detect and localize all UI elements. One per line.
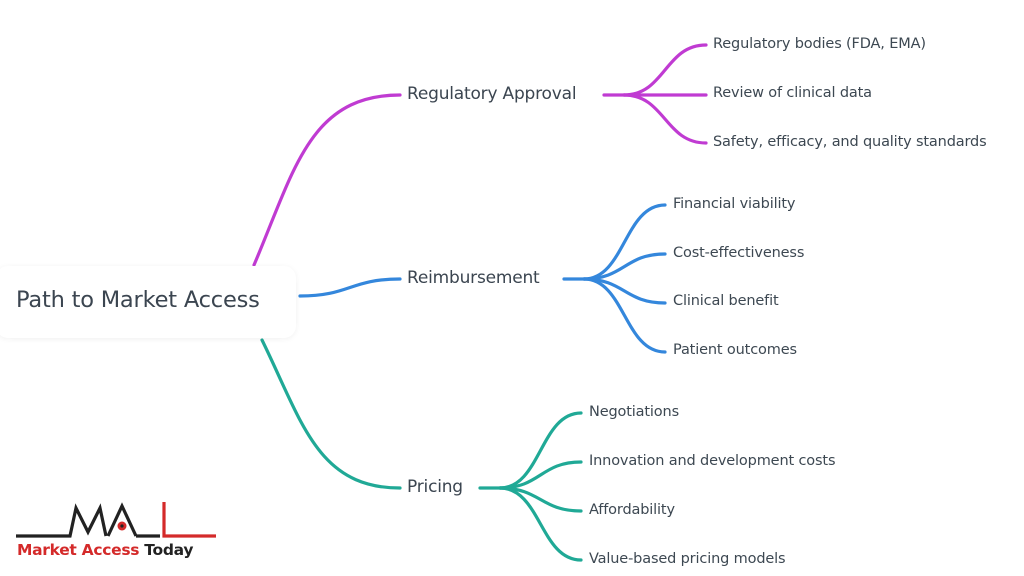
leaf-negotiations[interactable]: Negotiations — [589, 404, 679, 420]
leaf-safety-efficacy-quality[interactable]: Safety, efficacy, and quality standards — [713, 134, 987, 150]
leaf-review-clinical-data[interactable]: Review of clinical data — [713, 85, 872, 101]
edge-branch-2-leaf-0 — [498, 411, 583, 490]
edge-branch-2-leaf-3 — [498, 486, 583, 562]
leaf-affordability[interactable]: Affordability — [589, 502, 675, 518]
leaf-patient-outcomes[interactable]: Patient outcomes — [673, 342, 797, 358]
edge-branch-0-leaf-2 — [622, 93, 708, 145]
leaf-innovation-development-costs[interactable]: Innovation and development costs — [589, 453, 836, 469]
logo-text-red: Market Access — [17, 541, 140, 559]
leaf-cost-effectiveness[interactable]: Cost-effectiveness — [673, 245, 805, 261]
mal-logo-icon — [16, 502, 216, 538]
logo-wordmark: Market Access Today — [17, 541, 193, 559]
root-node-label: Path to Market Access — [16, 287, 260, 313]
root-node[interactable] — [0, 266, 296, 338]
connector-lines — [252, 43, 708, 562]
edge-root-reimbursement — [298, 277, 402, 298]
leaf-value-based-pricing[interactable]: Value-based pricing models — [589, 551, 786, 567]
edge-branch-0-leaf-0 — [622, 43, 708, 97]
branch-pricing[interactable]: Pricing — [407, 477, 463, 497]
branch-regulatory-approval[interactable]: Regulatory Approval — [407, 84, 577, 104]
edge-branch-1-leaf-0 — [582, 203, 667, 281]
edge-branch-1-leaf-3 — [582, 277, 667, 354]
logo-text-dark: Today — [144, 541, 194, 559]
edge-root-pricing — [260, 338, 402, 490]
branch-reimbursement[interactable]: Reimbursement — [407, 268, 540, 288]
leaf-regulatory-bodies[interactable]: Regulatory bodies (FDA, EMA) — [713, 36, 926, 52]
leaf-clinical-benefit[interactable]: Clinical benefit — [673, 293, 779, 309]
edge-root-regulatory — [252, 93, 402, 267]
leaf-financial-viability[interactable]: Financial viability — [673, 196, 796, 212]
